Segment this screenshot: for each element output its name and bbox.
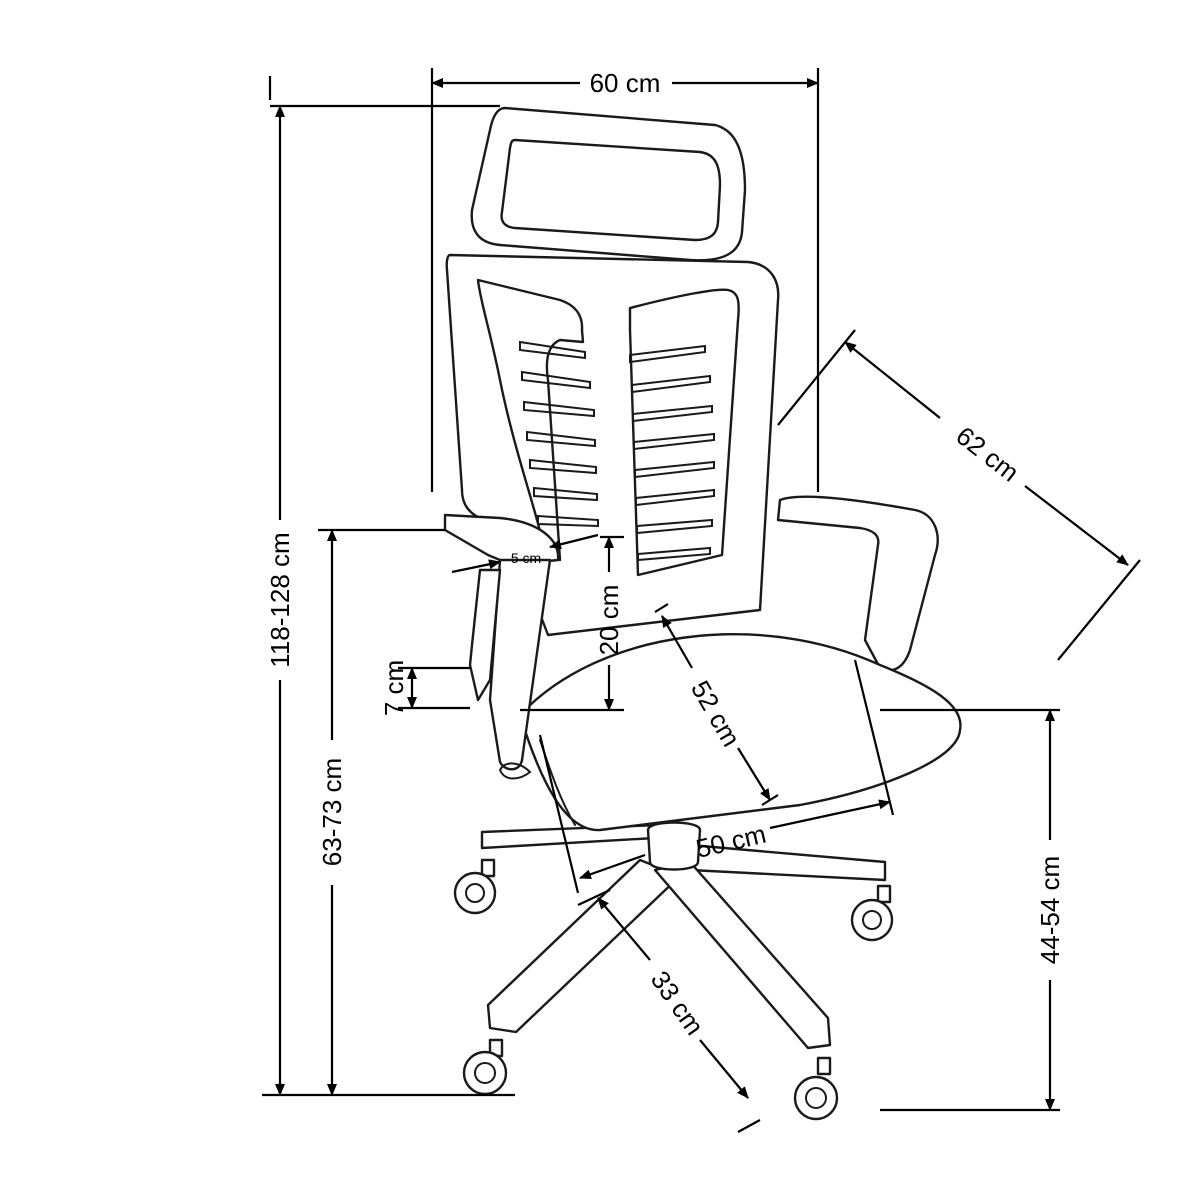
headrest-mesh (500, 138, 722, 242)
dim-line (597, 897, 651, 961)
armrest-right (776, 495, 939, 672)
seat-cushion (518, 633, 962, 832)
armrest-left-bracket (468, 568, 502, 702)
caster-wheel (462, 1050, 508, 1096)
dim-line (1024, 485, 1129, 566)
star-base (480, 821, 887, 1050)
dim-armrest-to-seat: 20 cm (520, 535, 624, 712)
dim-label-armrest-height: 63-73 cm (317, 758, 347, 866)
dim-depth: 62 cm (777, 329, 1141, 661)
caster-stem (876, 884, 892, 904)
dim-line (661, 615, 693, 669)
dim-line (699, 1039, 749, 1099)
caster-back-left (453, 858, 497, 915)
dim-width: 60 cm (430, 68, 820, 492)
armrest-left-post (488, 558, 552, 771)
ext-line-left (538, 734, 580, 894)
slats-left (519, 340, 599, 528)
ext-tick-top (654, 603, 669, 613)
dim-label-seat-thickness: 7 cm (379, 660, 409, 716)
ext-line-right (853, 659, 895, 816)
caster-front-right (793, 1056, 839, 1121)
dim-total-height: 118-128 cm (262, 76, 515, 1097)
dim-label-armrest-to-seat: 20 cm (594, 585, 624, 656)
base-leg-front-left (486, 858, 682, 1034)
slats-right (629, 344, 715, 562)
caster-hub (474, 1062, 496, 1084)
caster-stem (816, 1056, 832, 1076)
caster-wheel (850, 898, 894, 942)
dim-label-depth: 62 cm (950, 420, 1024, 487)
dim-label-seat-height: 44-54 cm (1035, 856, 1065, 964)
seat (518, 633, 962, 832)
ext-tick-top (577, 889, 611, 906)
dim-line (451, 559, 501, 574)
caster-wheel (793, 1075, 839, 1121)
ext-line-top (777, 329, 856, 426)
dim-label-armrest-width: 5 cm (511, 550, 541, 566)
tilt-lever (498, 762, 532, 780)
dim-armrest-height: 63-73 cm (317, 528, 445, 1096)
gas-lift-column (646, 821, 702, 871)
caster-stem (480, 858, 496, 878)
backrest-mesh-right (628, 288, 740, 577)
caster-wheel (453, 871, 497, 915)
dim-line (549, 533, 599, 550)
dim-line (579, 853, 646, 880)
caster-back-right (850, 884, 894, 942)
armrest-left (443, 513, 560, 780)
headrest (470, 106, 747, 262)
ext-line-bottom (1057, 559, 1141, 661)
caster-hub (862, 910, 882, 930)
caster-front-left (462, 1038, 508, 1096)
dim-label-width: 60 cm (590, 68, 661, 98)
dim-armrest-width: 5 cm (451, 533, 599, 574)
ext-tick-bottom (737, 1119, 761, 1133)
chair-drawing (443, 106, 962, 1121)
dim-seat-height: 44-54 cm (880, 708, 1065, 1112)
caster-hub (465, 883, 485, 903)
dim-line (769, 799, 891, 830)
dim-line (844, 341, 941, 419)
dim-label-total-height: 118-128 cm (265, 532, 295, 667)
dim-label-base-leg: 33 cm (645, 965, 710, 1040)
dim-line (737, 747, 771, 801)
dim-seat-thickness: 7 cm (379, 660, 470, 716)
caster-hub (805, 1087, 827, 1109)
base-leg-back-left (480, 823, 662, 850)
